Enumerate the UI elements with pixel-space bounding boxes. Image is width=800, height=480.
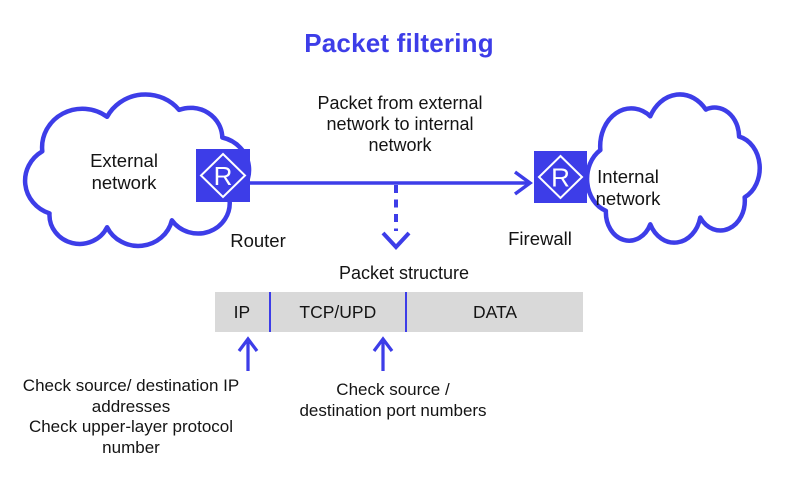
flow-label-line: Packet from external bbox=[317, 93, 483, 113]
router-label: Router bbox=[230, 230, 286, 251]
packet-structure-label: Packet structure bbox=[338, 263, 470, 283]
packet-structure-bar: IP TCP/UPD DATA bbox=[215, 292, 583, 332]
packet-segment-tcp-upd-label: TCP/UPD bbox=[299, 301, 377, 322]
packet-segment-ip-label: IP bbox=[233, 301, 251, 322]
ip-check-note-line: addresses bbox=[91, 396, 171, 416]
external-network-label-line: network bbox=[91, 172, 157, 193]
flow-label-line: network to internal bbox=[326, 114, 474, 134]
internal-network-label-line: Internal bbox=[597, 166, 659, 187]
port-check-arrow bbox=[372, 336, 394, 371]
arrowhead-right-icon bbox=[513, 170, 533, 196]
firewall-label: Firewall bbox=[508, 228, 572, 249]
ip-check-note-line: Check source/ destination IP bbox=[22, 376, 240, 395]
flow-label-line: network bbox=[368, 135, 432, 155]
internal-network-label: Internal network bbox=[596, 166, 661, 210]
ip-check-arrow bbox=[237, 336, 259, 371]
arrowhead-down-icon bbox=[381, 231, 411, 250]
firewall-icon-letter: R bbox=[551, 163, 570, 193]
flow-label: Packet from external network to internal… bbox=[317, 93, 482, 156]
internal-network-cloud-icon bbox=[587, 94, 760, 242]
external-network-cloud-icon bbox=[25, 94, 249, 245]
packet-segment-tcp-upd: TCP/UPD bbox=[268, 292, 405, 332]
port-check-note-line: Check source / bbox=[336, 380, 450, 399]
internal-network-label-line: network bbox=[595, 188, 661, 209]
external-network-label: External network bbox=[90, 150, 158, 194]
firewall-icon: R bbox=[534, 151, 587, 203]
ip-check-note: Check source/ destination IP addresses C… bbox=[23, 376, 239, 458]
page-title: Packet filtering bbox=[304, 28, 494, 58]
arrowhead-up-icon bbox=[372, 336, 394, 352]
arrowhead-up-icon bbox=[237, 336, 259, 352]
packet-segment-ip: IP bbox=[215, 292, 269, 332]
router-icon: R bbox=[196, 149, 250, 202]
external-network-label-line: External bbox=[90, 150, 158, 171]
packet-segment-data-label: DATA bbox=[472, 301, 518, 322]
packet-structure-arrow bbox=[381, 185, 411, 250]
router-icon-letter: R bbox=[214, 161, 233, 191]
ip-check-note-line: number bbox=[102, 437, 160, 457]
packet-segment-data: DATA bbox=[404, 292, 583, 332]
port-check-note-line: destination port numbers bbox=[299, 400, 487, 420]
port-check-note: Check source / destination port numbers bbox=[299, 380, 486, 421]
ip-check-note-line: Check upper-layer protocol bbox=[28, 417, 234, 436]
packet-flow-arrow bbox=[250, 170, 533, 196]
